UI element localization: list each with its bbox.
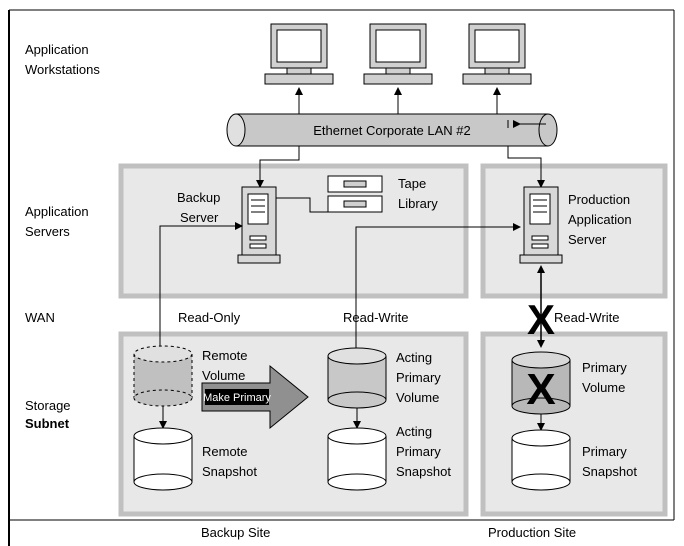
- row-label-wan: WAN: [25, 310, 55, 325]
- make-primary-label: Make Primary: [203, 392, 271, 404]
- row-label-storage-1: Storage: [25, 398, 71, 413]
- row-label-storage-2: Subnet: [25, 416, 70, 431]
- remote-snapshot-label-1: Remote: [202, 444, 248, 459]
- acting-primary-snapshot-label-2: Primary: [396, 444, 441, 459]
- wan-failure-x-mark: X: [527, 296, 555, 343]
- primary-volume-label-2: Volume: [582, 380, 625, 395]
- link-production-arrowhead: [537, 340, 545, 348]
- primary-volume-failed-x-mark: X: [526, 365, 555, 414]
- lan-label: Ethernet Corporate LAN #2: [313, 123, 471, 138]
- production-server-icon: [519, 186, 563, 264]
- backup-site-label: Backup Site: [201, 525, 270, 540]
- tape-library-icon: [327, 175, 383, 213]
- row-label-servers-2: Servers: [25, 224, 70, 239]
- make-primary-badge: [205, 389, 269, 405]
- acting-primary-volume-icon: [327, 347, 387, 409]
- acting-primary-volume-label-2: Primary: [396, 370, 441, 385]
- backup-servers-panel: [118, 163, 469, 299]
- row-label-workstations-1: Application: [25, 42, 89, 57]
- remote-volume-label-1: Remote: [202, 348, 248, 363]
- acting-primary-snapshot-label-1: Acting: [396, 424, 432, 439]
- workstation-1-icon: [264, 23, 334, 85]
- remote-volume-label-2: Volume: [202, 368, 245, 383]
- production-servers-panel: [480, 163, 668, 299]
- lan-pipe: [226, 113, 558, 147]
- primary-volume-label-1: Primary: [582, 360, 627, 375]
- workstation-3-icon: [462, 23, 532, 85]
- read-write-right-label: Read-Write: [554, 310, 620, 325]
- tape-library-label-1: Tape: [398, 176, 426, 191]
- link-production-arrowhead-up: [537, 265, 545, 273]
- row-label-servers-1: Application: [25, 204, 89, 219]
- remote-snapshot-label-2: Snapshot: [202, 464, 257, 479]
- production-server-label-3: Server: [568, 232, 607, 247]
- remote-volume-icon: [133, 345, 193, 407]
- link-acting-primary-production-server: [355, 223, 521, 362]
- read-write-center-label: Read-Write: [343, 310, 409, 325]
- backup-server-icon: [237, 186, 281, 264]
- link-remote-volume-backup-server: [159, 222, 243, 362]
- primary-snapshot-icon: [511, 429, 571, 491]
- production-server-label-2: Application: [568, 212, 632, 227]
- link-lan-backup-server: [256, 146, 300, 188]
- row-label-workstations-2: Workstations: [25, 62, 100, 77]
- production-site-label: Production Site: [488, 525, 576, 540]
- production-storage-panel: [480, 331, 668, 517]
- acting-primary-snapshot-icon: [327, 427, 387, 491]
- remote-snapshot-icon: [133, 427, 193, 491]
- primary-volume-icon: [511, 351, 571, 415]
- acting-primary-snapshot-label-3: Snapshot: [396, 464, 451, 479]
- primary-snapshot-label-1: Primary: [582, 444, 627, 459]
- backup-server-label-2: Server: [180, 210, 219, 225]
- link-server-tape: [276, 197, 328, 213]
- acting-primary-volume-label-3: Volume: [396, 390, 439, 405]
- backup-server-label-1: Backup: [177, 190, 220, 205]
- acting-primary-volume-label-1: Acting: [396, 350, 432, 365]
- read-only-label: Read-Only: [178, 310, 241, 325]
- link-lan-production-server: [507, 146, 545, 188]
- production-server-label-1: Production: [568, 192, 630, 207]
- primary-snapshot-label-2: Snapshot: [582, 464, 637, 479]
- tape-library-label-2: Library: [398, 196, 438, 211]
- workstation-2-icon: [363, 23, 433, 85]
